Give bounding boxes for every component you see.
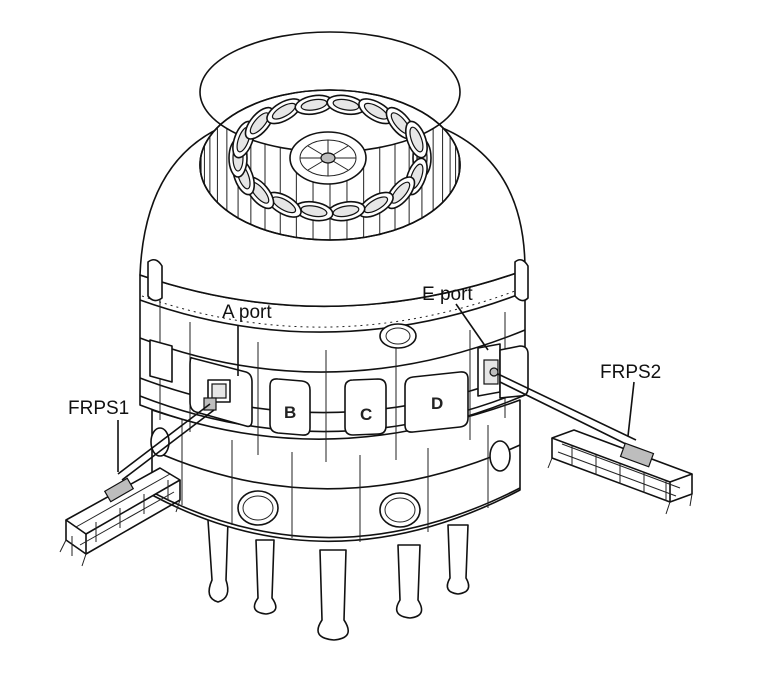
tf-coil bbox=[294, 200, 334, 222]
b-port-letter: B bbox=[284, 403, 296, 422]
frps1-rail-system bbox=[59, 467, 181, 567]
c-port-letter: C bbox=[360, 405, 372, 424]
left-side-panel bbox=[149, 339, 173, 383]
d-port-panel: D bbox=[404, 371, 469, 433]
frps1-shaft bbox=[117, 403, 215, 481]
e-port-flange bbox=[477, 343, 529, 399]
frps1-label: FRPS1 bbox=[68, 398, 129, 419]
tf-coil bbox=[326, 94, 366, 116]
tf-coil bbox=[266, 98, 302, 125]
tf-coil bbox=[326, 200, 366, 222]
frps2-label: FRPS2 bbox=[600, 362, 661, 383]
a-port-label: A port bbox=[222, 302, 272, 323]
support-legs bbox=[207, 519, 470, 641]
e-port-label: E port bbox=[422, 284, 473, 305]
tf-coil bbox=[404, 120, 428, 159]
lower-cylinder bbox=[150, 399, 521, 543]
c-port-panel: C bbox=[344, 378, 387, 436]
frps2-shaft bbox=[497, 373, 637, 449]
d-port-letter: D bbox=[431, 394, 443, 413]
frps2-rail-system bbox=[547, 429, 693, 515]
tf-coil bbox=[266, 191, 302, 218]
leader-lines bbox=[117, 303, 635, 472]
top-coil-ring bbox=[199, 31, 461, 241]
b-port-panel: B bbox=[269, 378, 311, 436]
